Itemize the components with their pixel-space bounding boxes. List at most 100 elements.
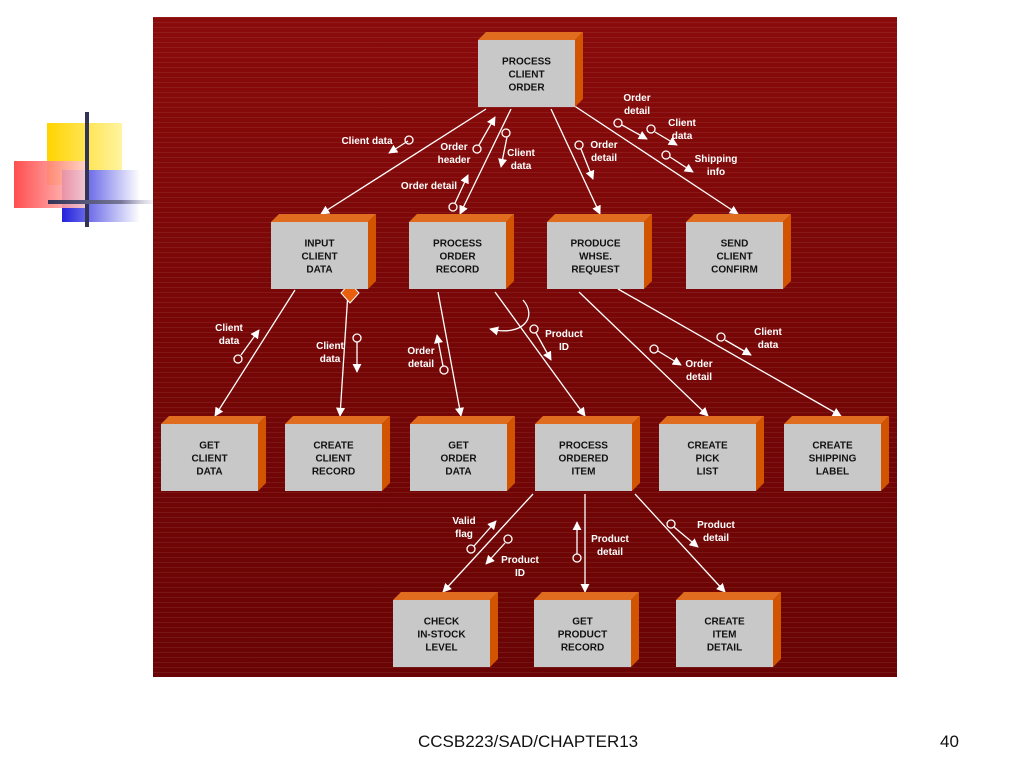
box-label-line: GET <box>199 441 220 452</box>
couple-circle <box>646 124 656 134</box>
connector-line <box>572 104 739 215</box>
couple-label-line: Client data <box>341 136 393 147</box>
connector-line <box>459 108 512 215</box>
couple-arrow <box>673 526 699 548</box>
couple-arrow <box>498 136 508 168</box>
box-label-line: CONFIRM <box>711 265 758 276</box>
box-label-line: DATA <box>306 265 332 276</box>
box-side-face <box>631 592 639 667</box>
box-side-face <box>756 416 764 491</box>
couple-label-valid-flag: Valid flag <box>452 516 475 540</box>
couple-label-line: flag <box>455 529 473 540</box>
page-number: 40 <box>940 732 959 751</box>
couple-circle <box>448 202 458 212</box>
couple-label-line: Client <box>215 323 243 334</box>
couple-arrow <box>240 329 260 356</box>
couple-label-line: Product <box>591 534 629 545</box>
couple-label-line: Client <box>668 118 696 129</box>
box-label-line: LABEL <box>816 467 849 478</box>
connector-line <box>437 291 464 417</box>
box-label-line: RECORD <box>561 643 604 654</box>
couple-label-line: Product <box>545 329 583 340</box>
connector-line <box>320 108 487 215</box>
box-front-face <box>409 222 506 289</box>
couple-circle <box>613 118 623 128</box>
box-label-line: CREATE <box>687 441 728 452</box>
couple-label-line: header <box>438 155 471 166</box>
connector-line <box>442 493 534 593</box>
couple-arrow <box>724 339 752 356</box>
box-label-line: RECORD <box>436 265 479 276</box>
connector-line <box>335 291 349 417</box>
box-side-face <box>575 32 583 107</box>
couple-arrow <box>621 124 648 140</box>
box-top-face <box>547 214 652 222</box>
box-front-face <box>161 424 258 491</box>
box-top-face <box>271 214 376 222</box>
box-side-face <box>258 416 266 491</box>
connector-line <box>578 291 709 417</box>
footer-course-code: CCSB223/SAD/CHAPTER13 <box>418 732 639 751</box>
box-side-face <box>368 214 376 289</box>
couple-label-line: info <box>707 167 725 178</box>
box-front-face <box>534 600 631 667</box>
box-top-face <box>534 592 639 600</box>
couple-label-order-detail: Order detail <box>623 93 650 117</box>
box-label-line: INPUT <box>305 239 335 250</box>
couple-label-line: detail <box>703 533 729 544</box>
couple-label-line: Client <box>316 341 344 352</box>
couple-label-line: Order <box>407 346 434 357</box>
couple-label-line: detail <box>624 106 650 117</box>
box-label-line: PRODUCE <box>570 239 620 250</box>
couple-arrow <box>478 116 496 146</box>
couple-label-order-detail: Order detail <box>401 181 457 192</box>
box-label-line: CREATE <box>313 441 354 452</box>
couple-arrow <box>669 156 694 173</box>
box-top-face <box>409 214 514 222</box>
logo-vertical-line <box>85 112 89 227</box>
couple-arrow <box>657 350 682 366</box>
couple-label-line: Client <box>754 327 782 338</box>
couple-circle <box>501 128 511 138</box>
box-front-face <box>393 600 490 667</box>
connector-lines <box>214 104 842 593</box>
box-label-line: CHECK <box>424 617 460 628</box>
box-top-face <box>161 416 266 424</box>
box-top-face <box>285 416 390 424</box>
couple-circle <box>716 332 726 342</box>
connector-line <box>494 291 586 417</box>
couple-circle <box>233 354 243 364</box>
box-label-line: DATA <box>445 467 471 478</box>
couple-label-line: Product <box>697 520 735 531</box>
box-side-face <box>773 592 781 667</box>
box-label-line: PICK <box>696 454 721 465</box>
box-top-face <box>410 416 515 424</box>
box-front-face <box>535 424 632 491</box>
couple-label-line: Order <box>623 93 650 104</box>
box-top-face <box>535 416 640 424</box>
box-label-line: GET <box>448 441 469 452</box>
couple-label-line: ID <box>559 342 569 353</box>
box-front-face <box>686 222 783 289</box>
couple-arrow <box>580 148 595 180</box>
couple-label-line: Valid <box>452 516 475 527</box>
box-label-line: CLIENT <box>301 252 337 263</box>
connector-line <box>214 289 296 417</box>
